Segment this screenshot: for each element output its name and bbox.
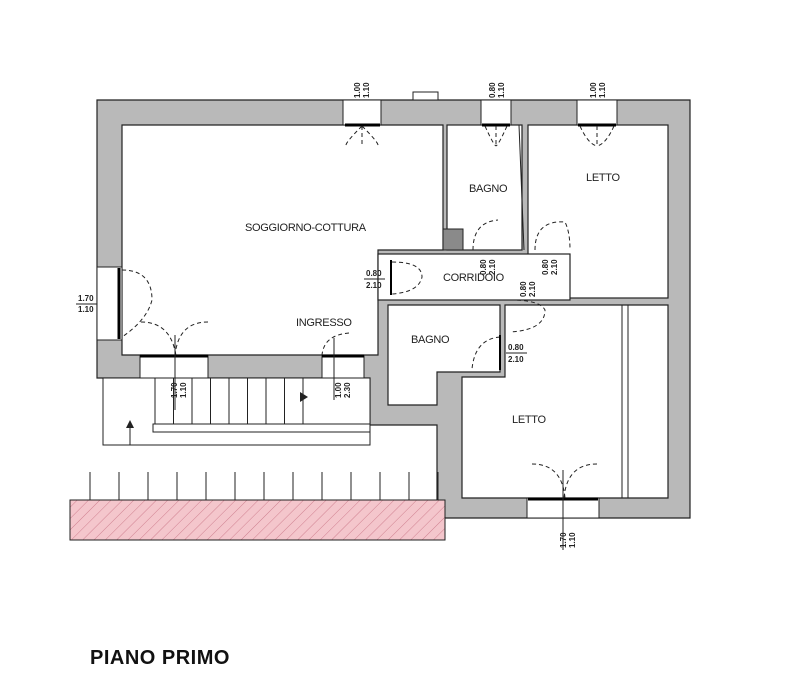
svg-text:0.80: 0.80 bbox=[519, 281, 528, 297]
label-corridoio: CORRIDOIO bbox=[443, 272, 505, 284]
label-bagno-top: BAGNO bbox=[469, 183, 508, 195]
svg-text:0.80: 0.80 bbox=[488, 82, 497, 98]
svg-text:2.10: 2.10 bbox=[528, 281, 537, 297]
svg-text:1.10: 1.10 bbox=[598, 82, 607, 98]
dim-door-corridoio-left: 0.80 2.10 bbox=[364, 269, 385, 290]
svg-text:1.00: 1.00 bbox=[589, 82, 598, 98]
room-soggiorno bbox=[121, 124, 444, 356]
label-bagno-lower: BAGNO bbox=[411, 334, 450, 346]
balcony bbox=[69, 472, 446, 541]
plan-title: PIANO PRIMO bbox=[90, 647, 230, 669]
svg-text:2.10: 2.10 bbox=[550, 259, 559, 275]
svg-text:0.80: 0.80 bbox=[541, 259, 550, 275]
svg-text:1.10: 1.10 bbox=[179, 382, 188, 398]
svg-text:1.00: 1.00 bbox=[334, 382, 343, 398]
svg-text:1.10: 1.10 bbox=[568, 532, 577, 548]
svg-text:0.80: 0.80 bbox=[508, 343, 524, 352]
svg-text:1.00: 1.00 bbox=[353, 82, 362, 98]
shaft bbox=[442, 228, 464, 251]
svg-text:2.10: 2.10 bbox=[366, 281, 382, 290]
dim-window-left: 1.70 1.10 bbox=[76, 294, 97, 314]
svg-text:2.10: 2.10 bbox=[508, 355, 524, 364]
label-letto-top: LETTO bbox=[586, 172, 620, 184]
svg-text:1.10: 1.10 bbox=[497, 82, 506, 98]
staircase bbox=[102, 377, 371, 446]
label-letto-lower: LETTO bbox=[512, 414, 546, 426]
label-ingresso: INGRESSO bbox=[296, 317, 352, 329]
svg-text:1.70: 1.70 bbox=[78, 294, 94, 303]
svg-text:0.80: 0.80 bbox=[366, 269, 382, 278]
room-corridoio bbox=[377, 253, 571, 301]
svg-text:2.10: 2.10 bbox=[488, 259, 497, 275]
svg-text:0.80: 0.80 bbox=[479, 259, 488, 275]
room-bagno-lower bbox=[387, 304, 501, 406]
dim-door-bagno-lower: 0.80 2.10 bbox=[506, 343, 527, 364]
chimney bbox=[412, 91, 439, 101]
svg-text:2.30: 2.30 bbox=[343, 382, 352, 398]
svg-text:1.10: 1.10 bbox=[78, 305, 94, 314]
label-soggiorno: SOGGIORNO-COTTURA bbox=[245, 222, 367, 234]
svg-text:1.10: 1.10 bbox=[362, 82, 371, 98]
